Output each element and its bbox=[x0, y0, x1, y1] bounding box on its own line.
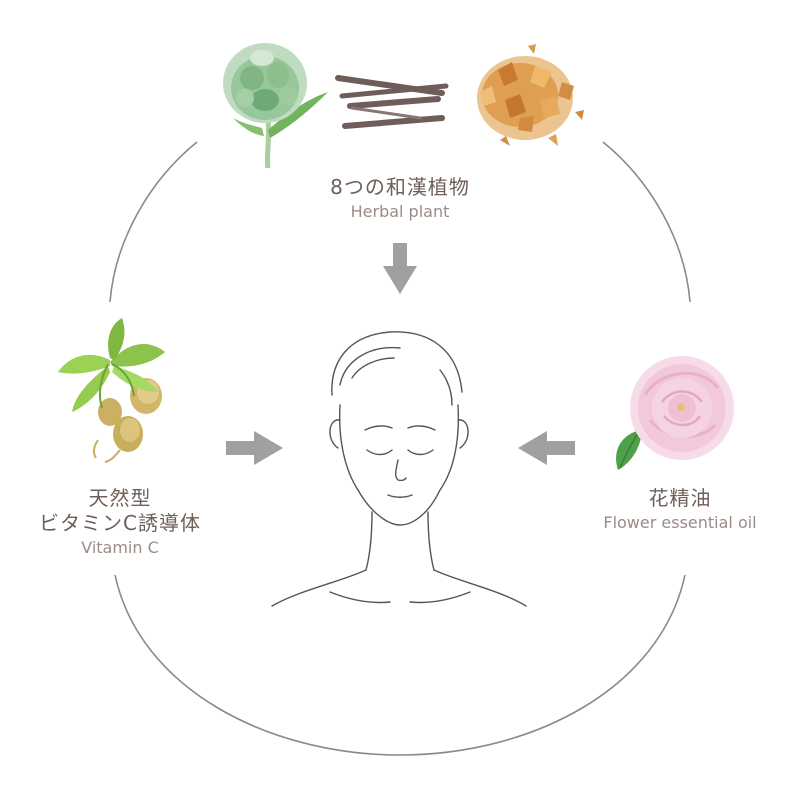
arc-top-left bbox=[109, 141, 198, 303]
ginseng-icon bbox=[58, 318, 165, 463]
flower-oil-subtitle: Flower essential oil bbox=[603, 513, 757, 532]
vitamin-c-subtitle: Vitamin C bbox=[81, 538, 159, 557]
face-illustration bbox=[271, 331, 527, 607]
arrow-left bbox=[518, 431, 575, 465]
arrow-right bbox=[226, 431, 283, 465]
vitamin-c-label: 天然型 ビタミンC誘導体 Vitamin C bbox=[20, 486, 220, 558]
dried-herbs-icon bbox=[477, 44, 584, 146]
herbal-roots-icon bbox=[335, 75, 449, 129]
flower-oil-label: 花精油 Flower essential oil bbox=[560, 486, 800, 533]
rose-icon bbox=[616, 356, 734, 470]
flower-oil-title: 花精油 bbox=[648, 486, 712, 510]
herbal-plant-title: 8つの和漢植物 bbox=[330, 175, 470, 199]
artichoke-icon bbox=[223, 43, 328, 169]
herbal-plant-subtitle: Herbal plant bbox=[350, 202, 450, 221]
cycle-circle bbox=[109, 141, 691, 756]
vitamin-c-title-line1: 天然型 bbox=[88, 486, 152, 510]
arc-bottom bbox=[114, 574, 686, 756]
herbal-plant-label: 8つの和漢植物 Herbal plant bbox=[250, 175, 550, 222]
arc-top-right bbox=[602, 141, 691, 303]
arrow-down bbox=[383, 243, 417, 294]
vitamin-c-title-line2: ビタミンC誘導体 bbox=[39, 511, 201, 535]
